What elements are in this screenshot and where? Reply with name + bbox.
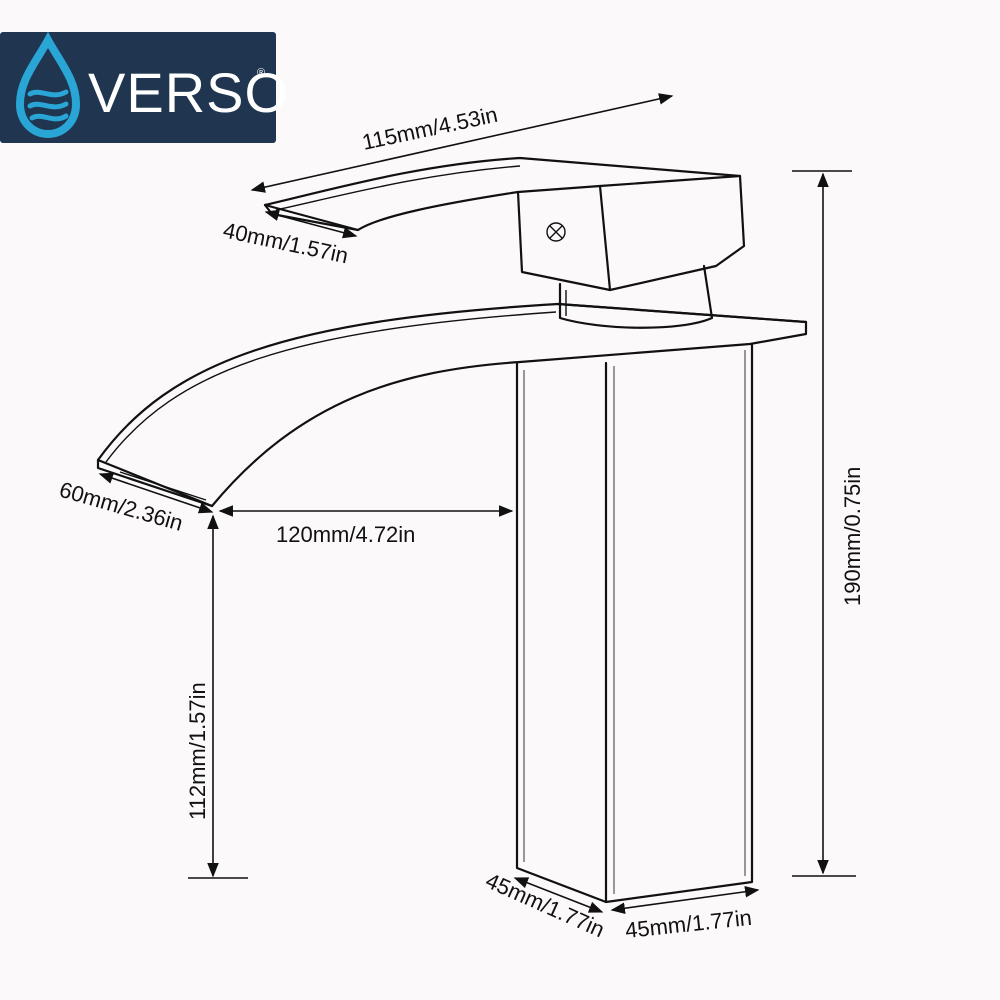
dimension-total-height: 190mm/0.75in — [792, 170, 865, 877]
faucet-spout — [96, 302, 808, 508]
spout-reach-label: 120mm/4.72in — [276, 522, 415, 547]
dimension-spout-width: 60mm/2.36in — [57, 472, 214, 536]
registered-mark: ® — [257, 67, 265, 79]
dimension-handle-width: 40mm/1.57in — [221, 209, 358, 268]
handle-length-label: 115mm/4.53in — [360, 102, 500, 155]
screw-icon — [546, 222, 566, 242]
spout-height-label: 112mm/1.57in — [185, 682, 210, 820]
faucet-base-column — [515, 343, 754, 904]
faucet-cartridge — [558, 264, 714, 329]
brand-logo: VERSO ® — [0, 31, 288, 143]
faucet-lever-handle — [263, 156, 746, 292]
dimension-spout-height: 112mm/1.57in — [185, 514, 248, 879]
total-height-label: 190mm/0.75in — [840, 467, 865, 606]
dimension-spout-reach: 120mm/4.72in — [218, 505, 514, 547]
water-drop-icon — [15, 31, 81, 139]
dimension-handle-length: 115mm/4.53in — [250, 93, 674, 193]
base-width-label: 45mm/1.77in — [624, 905, 753, 943]
spout-width-label: 60mm/2.36in — [57, 477, 186, 536]
